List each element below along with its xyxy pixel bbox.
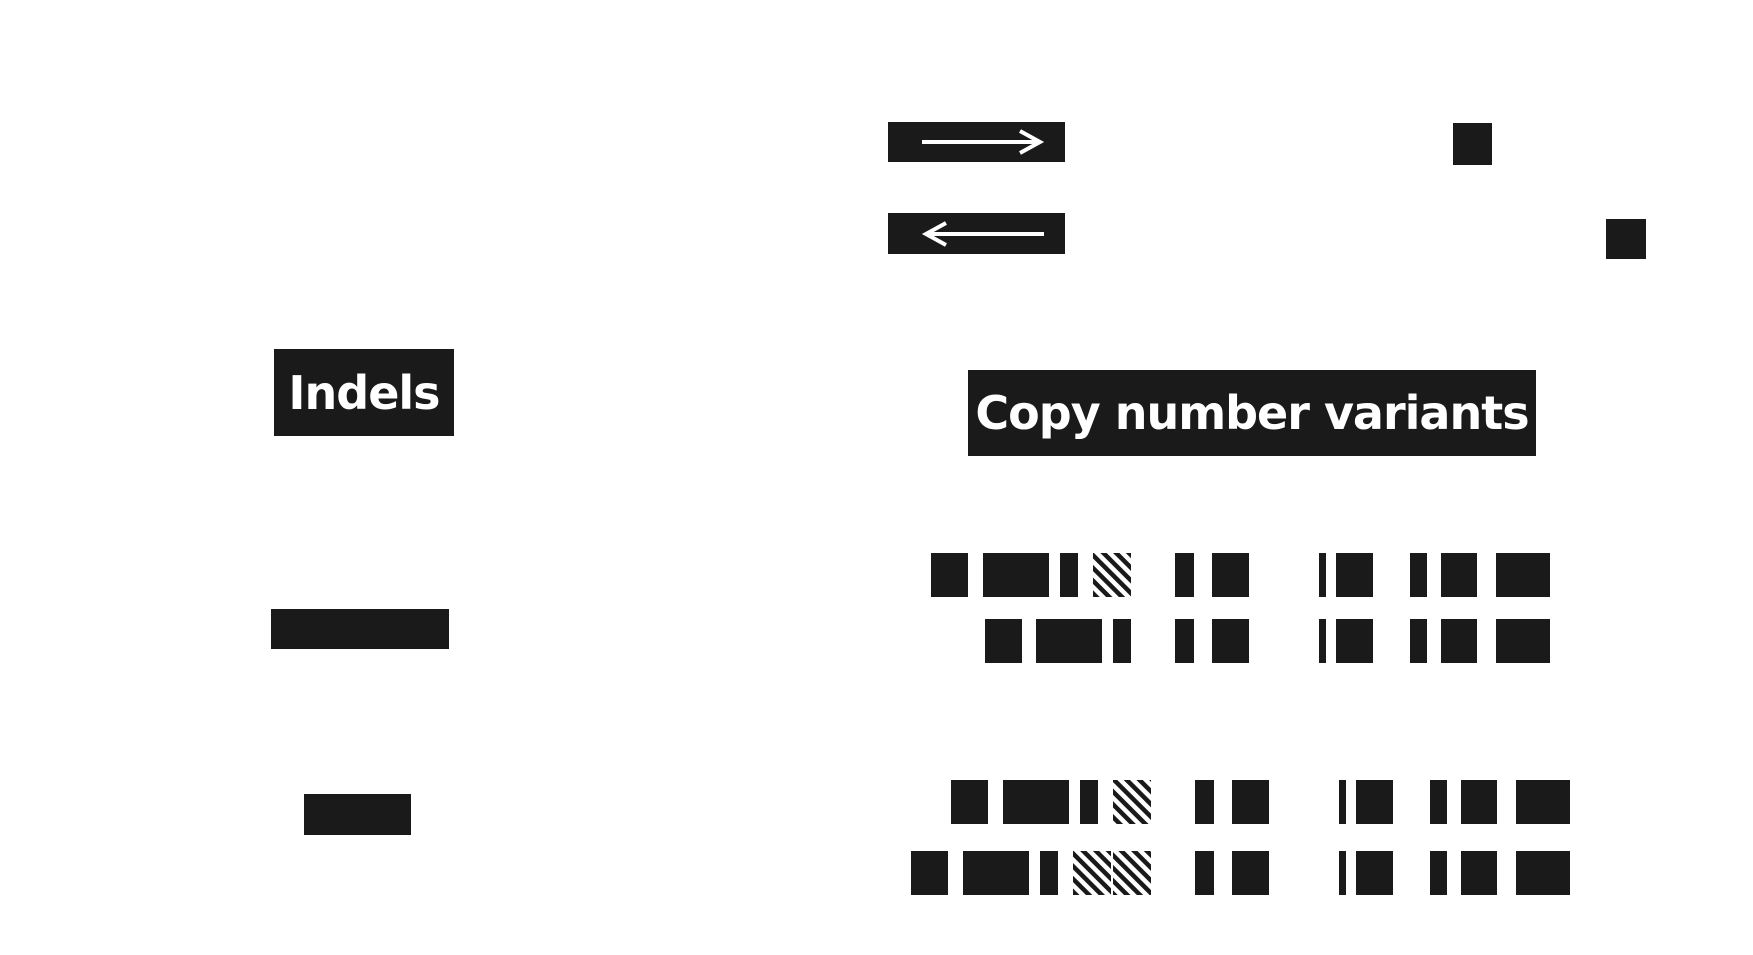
cnv-row-2b [911, 851, 1570, 895]
hatched-segment [1093, 553, 1131, 597]
cnv-row-1b [985, 619, 1550, 663]
hatched-segment [1073, 851, 1111, 895]
cnv-row-2a [951, 780, 1570, 824]
hatched-segment [1113, 780, 1151, 824]
hatched-segment [1113, 851, 1151, 895]
small-square-lower [1606, 219, 1646, 259]
copy-number-variants-label: Copy number variants [968, 370, 1536, 456]
small-square-upper [1453, 123, 1492, 165]
cnv-row-1a [931, 553, 1550, 597]
right-arrow-icon [922, 129, 1045, 155]
indel-bar-long [271, 609, 449, 649]
indel-bar-short [304, 794, 411, 835]
left-arrow-icon [921, 221, 1044, 247]
forward-arrow-block [888, 122, 1065, 162]
reverse-arrow-block [888, 213, 1065, 254]
indels-label: Indels [274, 349, 454, 436]
